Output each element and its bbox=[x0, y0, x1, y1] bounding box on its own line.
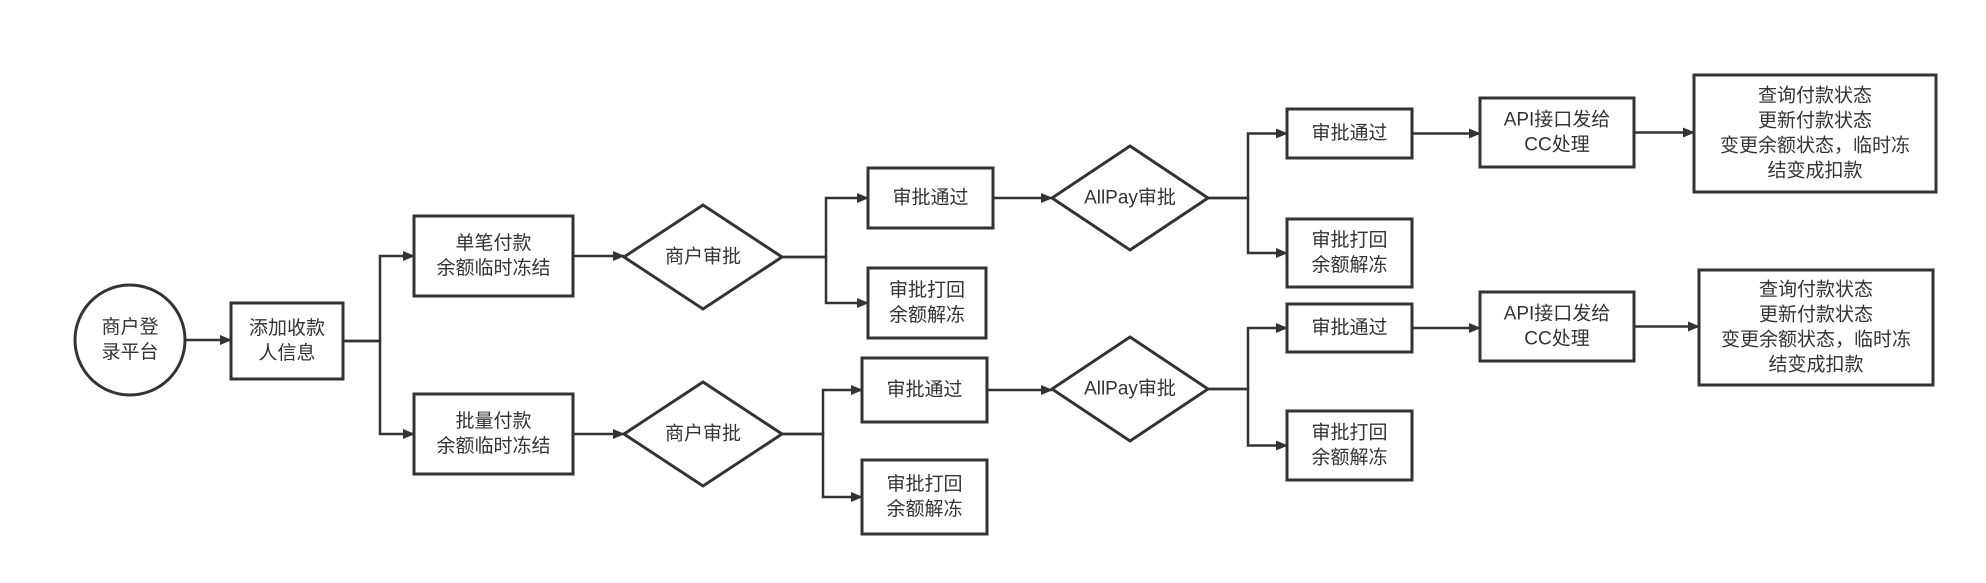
node-label-line: 商户登 bbox=[101, 316, 158, 338]
decision-diamond bbox=[621, 380, 785, 488]
connector-merchant_approve_top-to-m_reject_top bbox=[782, 255, 869, 308]
process-box bbox=[866, 266, 988, 340]
node-label-line: 结变成扣款 bbox=[1767, 160, 1862, 182]
node-label-line: 商户审批 bbox=[665, 246, 741, 268]
node-label-line: 余额临时冻结 bbox=[436, 257, 550, 279]
process-box bbox=[1285, 107, 1414, 160]
process-box bbox=[860, 458, 989, 536]
connector-allpay_top-to-a_reject_top bbox=[1208, 196, 1288, 258]
process-box bbox=[412, 392, 575, 476]
node-label-line: 余额解冻 bbox=[886, 498, 962, 520]
decision-diamond bbox=[1049, 335, 1211, 443]
node-label-line: CC处理 bbox=[1524, 134, 1589, 156]
node-label-line: 添加收款 bbox=[249, 317, 325, 339]
node-label-line: 审批打回 bbox=[1311, 229, 1387, 251]
node-label-line: 结变成扣款 bbox=[1768, 354, 1863, 376]
node-label-line: CC处理 bbox=[1524, 328, 1589, 350]
node-a-pass-bottom: 审批通过 bbox=[1285, 302, 1414, 354]
node-label-line: AllPay审批 bbox=[1084, 378, 1176, 400]
node-label-line: 变更余额状态，临时冻 bbox=[1721, 329, 1911, 351]
node-label-line: 余额解冻 bbox=[1311, 254, 1387, 276]
process-box bbox=[229, 301, 345, 381]
node-label-line: 审批通过 bbox=[1311, 122, 1387, 144]
node-label-line: 余额临时冻结 bbox=[436, 435, 550, 457]
node-api-bottom: API接口发给 CC处理 bbox=[1478, 290, 1636, 363]
connector-allpay_top-to-a_pass_top bbox=[1208, 128, 1288, 200]
node-label-line: 审批通过 bbox=[892, 187, 968, 209]
process-box bbox=[1285, 217, 1414, 289]
node-label-line: 单笔付款 bbox=[455, 232, 531, 254]
node-m-pass-bottom: 审批通过 bbox=[860, 356, 989, 424]
node-label-line: 审批打回 bbox=[886, 473, 962, 495]
node-allpay-bottom: AllPay审批 bbox=[1049, 335, 1211, 443]
process-box bbox=[1697, 268, 1935, 387]
process-box bbox=[1692, 73, 1938, 194]
node-m-pass-top: 审批通过 bbox=[866, 166, 995, 230]
node-label-line: 余额解冻 bbox=[889, 304, 965, 326]
node-label-line: 更新付款状态 bbox=[1758, 110, 1872, 132]
process-box bbox=[412, 214, 575, 298]
node-label-line: 查询付款状态 bbox=[1759, 279, 1873, 301]
process-box bbox=[1478, 96, 1636, 169]
connector-add_payee-to-batch_pay bbox=[343, 339, 415, 439]
node-label-line: API接口发给 bbox=[1504, 109, 1611, 131]
connector-allpay_bottom-to-a_reject_bottom bbox=[1208, 387, 1288, 451]
decision-diamond bbox=[621, 203, 785, 311]
node-label-line: 余额解冻 bbox=[1311, 447, 1387, 469]
node-label-line: API接口发给 bbox=[1504, 303, 1611, 325]
node-label-line: 商户审批 bbox=[665, 423, 741, 445]
node-label-line: 审批通过 bbox=[1311, 317, 1387, 339]
node-allpay-top: AllPay审批 bbox=[1049, 144, 1211, 252]
decision-diamond bbox=[1049, 144, 1211, 252]
node-label-line: 录平台 bbox=[101, 341, 158, 363]
node-label-line: 审批通过 bbox=[886, 379, 962, 401]
node-api-top: API接口发给 CC处理 bbox=[1478, 96, 1636, 169]
nodes: 商户登录平台添加收款人信息单笔付款余额临时冻结批量付款余额临时冻结商户审批商户审… bbox=[73, 73, 1938, 536]
node-merchant-approve-bottom: 商户审批 bbox=[621, 380, 785, 488]
node-label-line: 查询付款状态 bbox=[1758, 85, 1872, 107]
process-box bbox=[866, 166, 995, 230]
connector-merchant_approve_top-to-m_pass_top bbox=[782, 193, 869, 259]
process-box bbox=[1285, 409, 1414, 482]
node-label-line: AllPay审批 bbox=[1084, 187, 1176, 209]
node-label-line: 人信息 bbox=[258, 342, 315, 364]
connectors bbox=[185, 127, 1700, 502]
node-label-line: 变更余额状态，临时冻 bbox=[1720, 135, 1910, 157]
connector-merchant_approve_bottom-to-m_reject_bottom bbox=[782, 432, 863, 502]
node-label-line: 批量付款 bbox=[455, 410, 531, 432]
start-circle bbox=[73, 283, 187, 397]
connector-allpay_bottom-to-a_pass_bottom bbox=[1208, 323, 1288, 391]
process-box bbox=[1478, 290, 1636, 363]
process-box bbox=[860, 356, 989, 424]
node-label-line: 更新付款状态 bbox=[1759, 304, 1873, 326]
connector-add_payee-to-single_pay bbox=[343, 251, 415, 343]
process-box bbox=[1285, 302, 1414, 354]
node-merchant-approve-top: 商户审批 bbox=[621, 203, 785, 311]
node-label-line: 审批打回 bbox=[889, 279, 965, 301]
node-a-pass-top: 审批通过 bbox=[1285, 107, 1414, 160]
node-label-line: 审批打回 bbox=[1311, 422, 1387, 444]
connector-merchant_approve_bottom-to-m_pass_bottom bbox=[782, 385, 863, 436]
